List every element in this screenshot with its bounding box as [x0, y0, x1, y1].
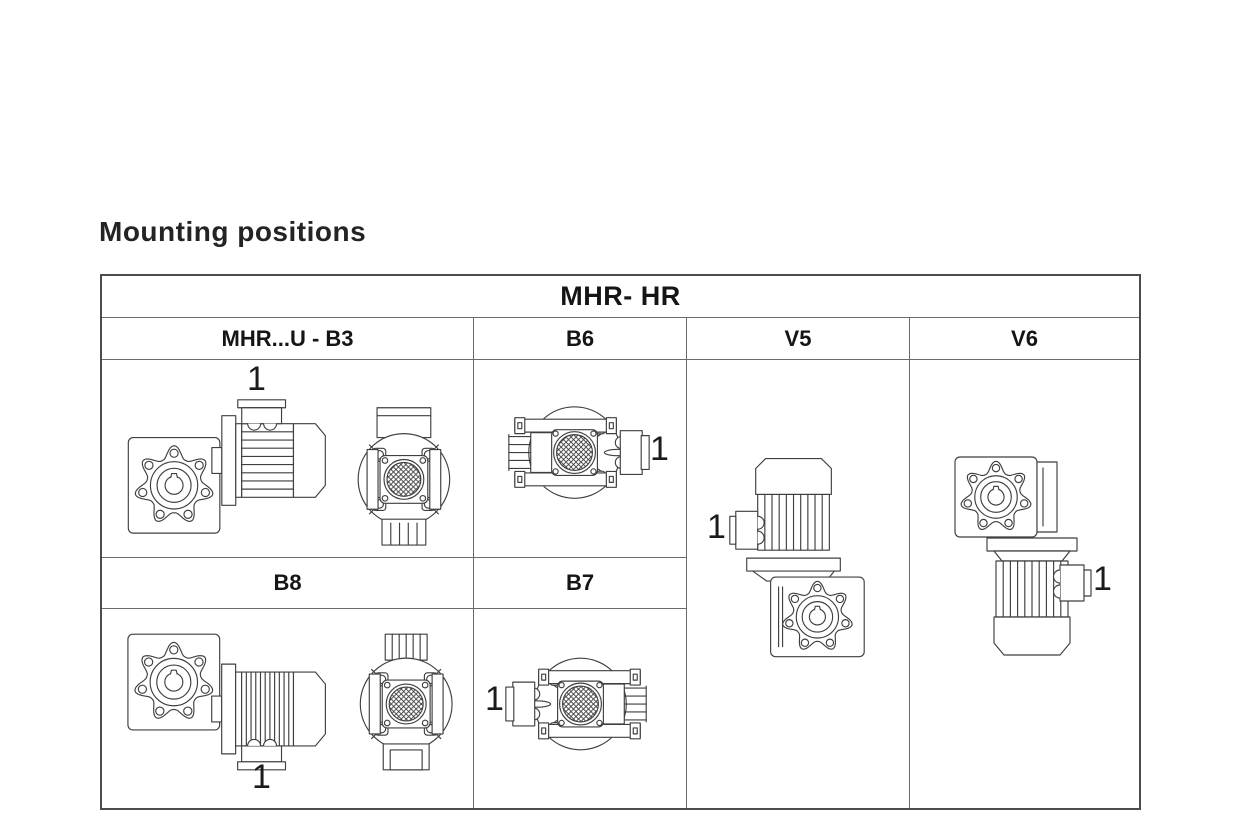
- worm-gearmotor-v5-drawing: [729, 457, 865, 658]
- cell-b6: [474, 360, 687, 558]
- column-header-b6: B6: [474, 318, 687, 360]
- worm-gearmotor-b7-drawing: [505, 657, 647, 751]
- worm-gearmotor-b8-drawing: [127, 633, 453, 771]
- cell-v5: [687, 360, 910, 808]
- cell-b7: [474, 609, 687, 808]
- callout-1-b7: 1: [485, 680, 504, 718]
- callout-1-b6: 1: [650, 430, 669, 468]
- callout-1-b8: 1: [252, 758, 271, 796]
- column-header-v5: V5: [687, 318, 910, 360]
- column-header-b3: MHR...U - B3: [102, 318, 474, 360]
- worm-gearmotor-v6-drawing: [954, 456, 1092, 656]
- cell-v6: [910, 360, 1139, 808]
- table-title: MHR- HR: [102, 276, 1139, 318]
- sub-header-b7: B7: [474, 558, 687, 609]
- mounting-positions-table: MHR- HR MHR...U - B3 B6 V5 V6 B8 B7: [100, 274, 1141, 810]
- worm-gearmotor-b3-drawing: [127, 399, 451, 546]
- sub-header-b8: B8: [102, 558, 474, 609]
- callout-1-b3: 1: [247, 360, 266, 398]
- page-title: Mounting positions: [99, 216, 367, 247]
- cell-b3: [102, 360, 474, 558]
- callout-1-v6: 1: [1093, 560, 1112, 598]
- callout-1-v5: 1: [707, 508, 726, 546]
- column-header-v6: V6: [910, 318, 1139, 360]
- worm-gearmotor-b6-drawing: [508, 406, 650, 499]
- cell-b8: [102, 609, 474, 808]
